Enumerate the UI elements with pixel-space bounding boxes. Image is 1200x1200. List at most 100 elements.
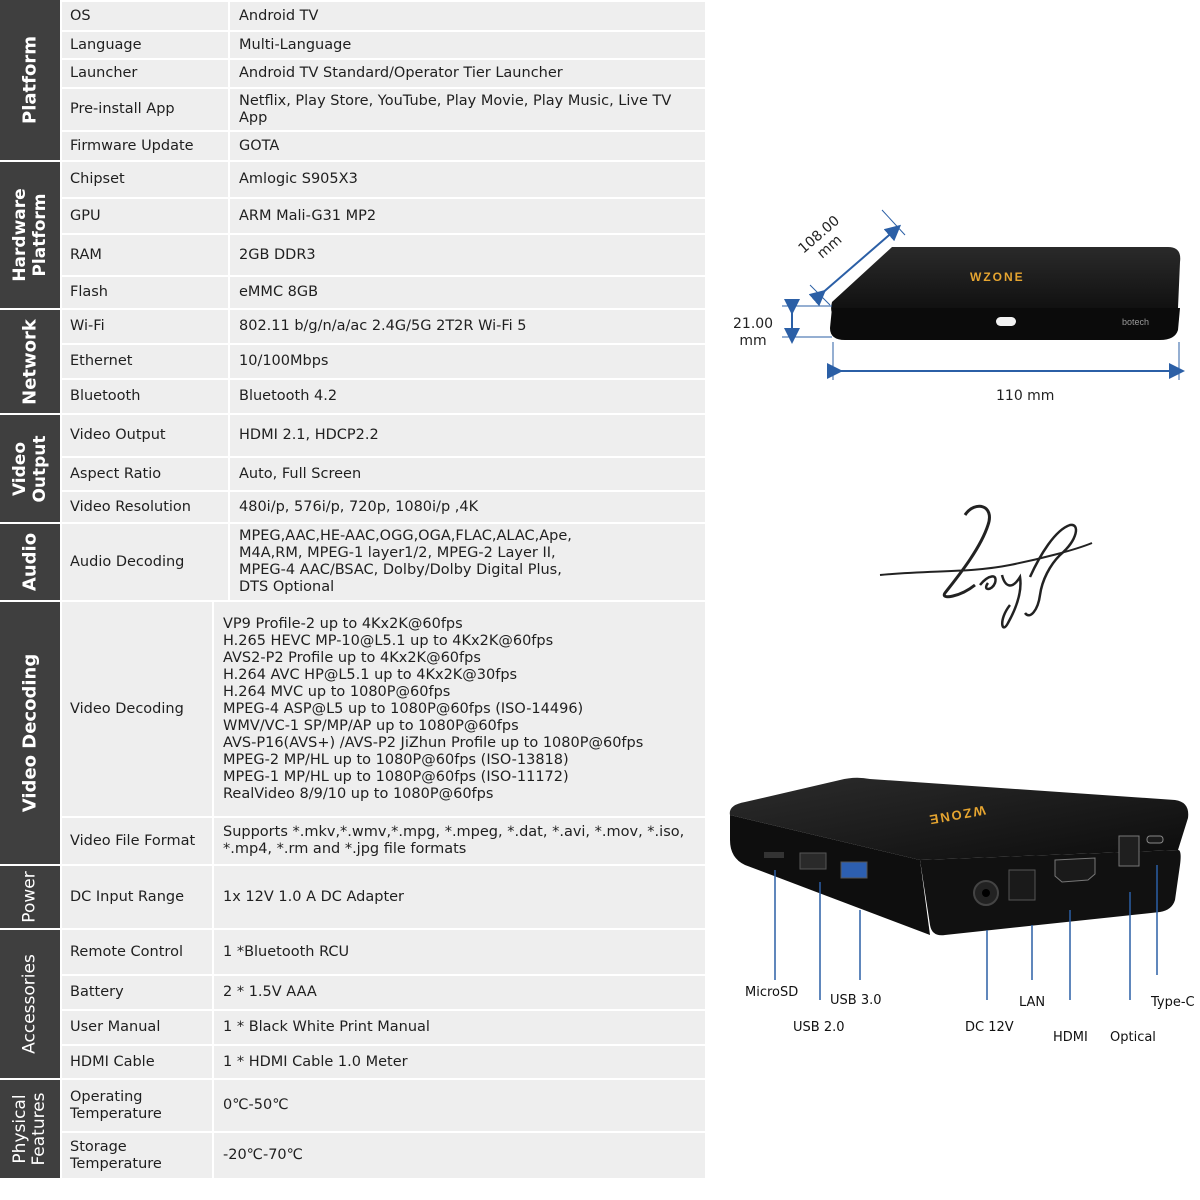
section-video-decoding: Video Decoding xyxy=(0,602,60,864)
spec-value: ARM Mali-G31 MP2 xyxy=(230,199,705,233)
spec-label: GPU xyxy=(62,199,228,233)
lan-port xyxy=(1008,869,1036,901)
extension-line xyxy=(881,209,906,236)
spec-label: Video Resolution xyxy=(62,492,228,522)
spec-value: 2GB DDR3 xyxy=(230,235,705,275)
microsd-slot xyxy=(764,852,784,858)
spec-label: Ethernet xyxy=(62,345,228,378)
spec-value: 1 * Black White Print Manual xyxy=(214,1011,705,1044)
signature-stroke xyxy=(979,575,997,591)
spec-label: Remote Control xyxy=(62,930,212,974)
spec-label: Bluetooth xyxy=(62,380,228,413)
spec-value: 2 * 1.5V AAA xyxy=(214,976,705,1009)
width-dimension-label: 110 mm xyxy=(996,388,1055,404)
spec-label: Operating Temperature xyxy=(62,1080,212,1131)
spec-row-storage-temp: Storage Temperature-20℃-70℃ xyxy=(62,1133,705,1178)
section-title-line: Platform xyxy=(30,193,50,277)
spec-value: Multi-Language xyxy=(230,32,705,58)
section-title: Accessories xyxy=(19,954,40,1054)
device-dimension-illustration: WZONE botech xyxy=(782,209,1185,380)
spec-label: HDMI Cable xyxy=(62,1046,212,1078)
extension-line xyxy=(809,284,831,306)
port-label-optical: Optical xyxy=(1110,1030,1156,1045)
device-ports-illustration: WZONE xyxy=(729,777,1189,1000)
device-top-face xyxy=(729,777,1189,860)
spec-value: Amlogic S905X3 xyxy=(230,162,705,197)
spec-value: Android TV xyxy=(230,2,705,30)
section-accessories: Accessories xyxy=(0,930,60,1078)
spec-value: MPEG,AAC,HE-AAC,OGG,OGA,FLAC,ALAC,Ape, M… xyxy=(230,524,705,600)
hdmi-port xyxy=(1054,857,1096,883)
port-label-usb2: USB 2.0 xyxy=(793,1020,845,1035)
section-title: Network xyxy=(19,318,41,405)
section-audio: Audio xyxy=(0,524,60,600)
depth-dimension-arrow xyxy=(808,224,902,307)
spec-value: Android TV Standard/Operator Tier Launch… xyxy=(230,60,705,87)
signature-stroke xyxy=(1000,573,1022,629)
spec-value: 1 *Bluetooth RCU xyxy=(214,930,705,974)
signature-logo xyxy=(879,504,1093,629)
device-side-face xyxy=(730,815,930,935)
port-label-microsd: MicroSD xyxy=(745,985,799,1000)
spec-label: Wi-Fi xyxy=(62,310,228,343)
usb2-port xyxy=(799,852,827,870)
port-leader-lines xyxy=(774,865,1158,1000)
spec-label: Video File Format xyxy=(62,818,212,864)
signature-stroke xyxy=(942,504,991,599)
dc-port-pin xyxy=(982,889,990,897)
device-front-label: botech xyxy=(1122,317,1149,327)
section-title-line: Output xyxy=(30,434,50,503)
device-logo: WZONE xyxy=(970,270,1025,284)
spec-value: 0℃-50℃ xyxy=(214,1080,705,1131)
spec-label: Chipset xyxy=(62,162,228,197)
spec-value: 480i/p, 576i/p, 720p, 1080i/p ,4K xyxy=(230,492,705,522)
section-title: Video Decoding xyxy=(19,653,41,813)
spec-value: 10/100Mbps xyxy=(230,345,705,378)
section-title: Platform xyxy=(19,36,41,124)
signature-stroke xyxy=(1023,523,1078,617)
device-back-face xyxy=(920,850,1181,936)
spec-label: Firmware Update xyxy=(62,132,228,160)
port-label-lan: LAN xyxy=(1019,995,1046,1010)
spec-value: -20℃-70℃ xyxy=(214,1133,705,1178)
section-title-line: Physical xyxy=(10,1094,30,1164)
section-title: Audio xyxy=(19,532,41,592)
spec-value: VP9 Profile-2 up to 4Kx2K@60fps H.265 HE… xyxy=(214,602,705,816)
spec-label: Video Output xyxy=(62,415,228,456)
spec-label: DC Input Range xyxy=(62,866,212,928)
section-platform: Platform xyxy=(0,0,60,160)
spec-label: Aspect Ratio xyxy=(62,458,228,490)
spec-label: Flash xyxy=(62,277,228,308)
spec-value: Bluetooth 4.2 xyxy=(230,380,705,413)
spec-label: User Manual xyxy=(62,1011,212,1044)
spec-label: RAM xyxy=(62,235,228,275)
spec-label: Launcher xyxy=(62,60,228,87)
